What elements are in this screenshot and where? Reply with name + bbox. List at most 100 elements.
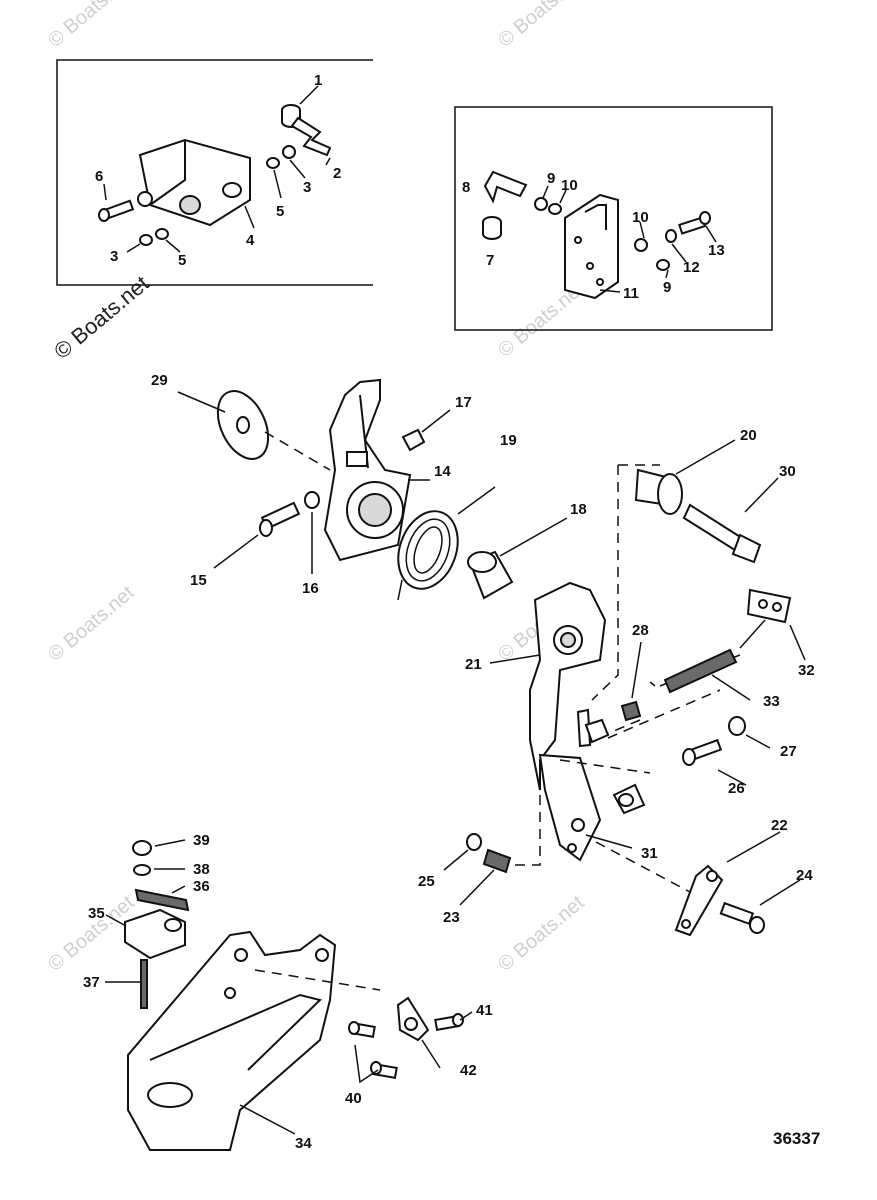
callout-12: 12 xyxy=(683,259,700,276)
callout-16: 16 xyxy=(302,580,319,597)
part-17-plug xyxy=(401,428,426,452)
callout-30: 30 xyxy=(779,463,796,480)
part-5-washer xyxy=(266,157,280,169)
callout-40: 40 xyxy=(345,1090,362,1107)
part-5-washer-lower xyxy=(155,228,169,240)
callout-33: 33 xyxy=(763,693,780,710)
part-3-nut-lower xyxy=(139,234,153,246)
callouts: 1 2 3 3 4 5 5 6 7 8 9 9 10 10 11 12 13 1… xyxy=(83,72,815,1152)
callout-21: 21 xyxy=(465,656,482,673)
part-14-throttle-lever xyxy=(323,378,412,562)
callout-17: 17 xyxy=(455,394,472,411)
callout-23: 23 xyxy=(443,909,460,926)
part-27-nut xyxy=(728,716,746,736)
callout-8: 8 xyxy=(462,179,470,196)
part-26-bolt xyxy=(682,738,723,766)
callout-15: 15 xyxy=(190,572,207,589)
main-assembly xyxy=(177,378,806,937)
callout-28: 28 xyxy=(632,622,649,639)
watermark: © Boats.net xyxy=(494,0,589,52)
callout-34: 34 xyxy=(295,1135,312,1152)
part-16-nut xyxy=(304,491,320,509)
callout-9: 9 xyxy=(547,170,555,187)
callout-31: 31 xyxy=(641,845,658,862)
callout-32: 32 xyxy=(798,662,815,679)
part-25-nut xyxy=(466,833,482,851)
part-21-linkage xyxy=(538,708,610,862)
callout-20: 20 xyxy=(740,427,757,444)
part-20-sleeve xyxy=(634,468,683,515)
callout-42: 42 xyxy=(460,1062,477,1079)
inset-right-parts xyxy=(482,170,717,300)
part-30-bolt xyxy=(682,503,762,564)
part-32-plate xyxy=(746,588,792,624)
part-12-washer xyxy=(665,229,677,243)
inset-frame-left xyxy=(56,59,373,286)
callout-27: 27 xyxy=(780,743,797,760)
part-3-nut xyxy=(282,145,296,159)
callout-41: 41 xyxy=(476,1002,493,1019)
callout-18: 18 xyxy=(570,501,587,518)
part-33-spring xyxy=(649,619,766,694)
callout-14: 14 xyxy=(434,463,451,480)
callout-2: 2 xyxy=(333,165,341,182)
inset-left-parts xyxy=(98,85,332,253)
callout-26: 26 xyxy=(728,780,745,797)
part-41-screw xyxy=(434,1013,464,1031)
part-8-bent-rod xyxy=(483,170,528,204)
part-6-washer xyxy=(137,191,153,207)
drawing-number: 36337 xyxy=(773,1129,820,1148)
bottom-left-parts xyxy=(105,839,190,1009)
part-38-washer xyxy=(133,864,151,876)
part-28-plug xyxy=(620,700,642,722)
part-9-nut xyxy=(534,197,548,211)
part-23-spring xyxy=(482,848,512,874)
part-4-bracket xyxy=(138,138,251,227)
part-36-plate xyxy=(134,888,190,912)
callout-6: 6 xyxy=(95,168,103,185)
watermark: © Boats.net xyxy=(44,0,139,52)
watermark: © Boats.net xyxy=(494,891,589,975)
part-18-bushing xyxy=(467,550,514,600)
watermark: © Boats.net xyxy=(44,581,139,665)
part-31-plug xyxy=(612,783,646,815)
part-42-clamp xyxy=(396,996,430,1042)
callout-7: 7 xyxy=(486,252,494,269)
part-10-washer xyxy=(548,203,562,215)
part-39-nut xyxy=(132,840,152,856)
callout-38: 38 xyxy=(193,861,210,878)
callout-39: 39 xyxy=(193,832,210,849)
callout-4: 4 xyxy=(246,232,255,249)
part-6-bolt xyxy=(98,199,135,222)
callout-36: 36 xyxy=(193,878,210,895)
callout-3: 3 xyxy=(110,248,118,265)
callout-13: 13 xyxy=(708,242,725,259)
part-22-link xyxy=(674,864,724,937)
part-9-nut-right xyxy=(656,259,670,271)
part-35-block xyxy=(124,908,186,960)
part-7-cap xyxy=(482,216,502,240)
callout-3: 3 xyxy=(303,179,311,196)
part-34-mount xyxy=(127,930,381,1151)
part-29-washer xyxy=(216,390,270,460)
callout-10: 10 xyxy=(561,177,578,194)
part-19-spring xyxy=(397,510,459,601)
callout-35: 35 xyxy=(88,905,105,922)
part-21-lever xyxy=(529,581,607,791)
callout-5: 5 xyxy=(178,252,186,269)
callout-10: 10 xyxy=(632,209,649,226)
callout-29: 29 xyxy=(151,372,168,389)
part-40-screws xyxy=(348,1021,398,1079)
callout-25: 25 xyxy=(418,873,435,890)
inset-frame-right xyxy=(454,106,773,331)
callout-37: 37 xyxy=(83,974,100,991)
part-13-bolt xyxy=(678,211,711,235)
callout-19: 19 xyxy=(500,432,517,449)
part-11-bracket xyxy=(564,193,619,300)
callout-5: 5 xyxy=(276,203,284,220)
callout-22: 22 xyxy=(771,817,788,834)
part-15-bolt xyxy=(259,501,301,537)
part-10-washer-right xyxy=(634,238,648,252)
part-37-stud xyxy=(140,959,148,1009)
